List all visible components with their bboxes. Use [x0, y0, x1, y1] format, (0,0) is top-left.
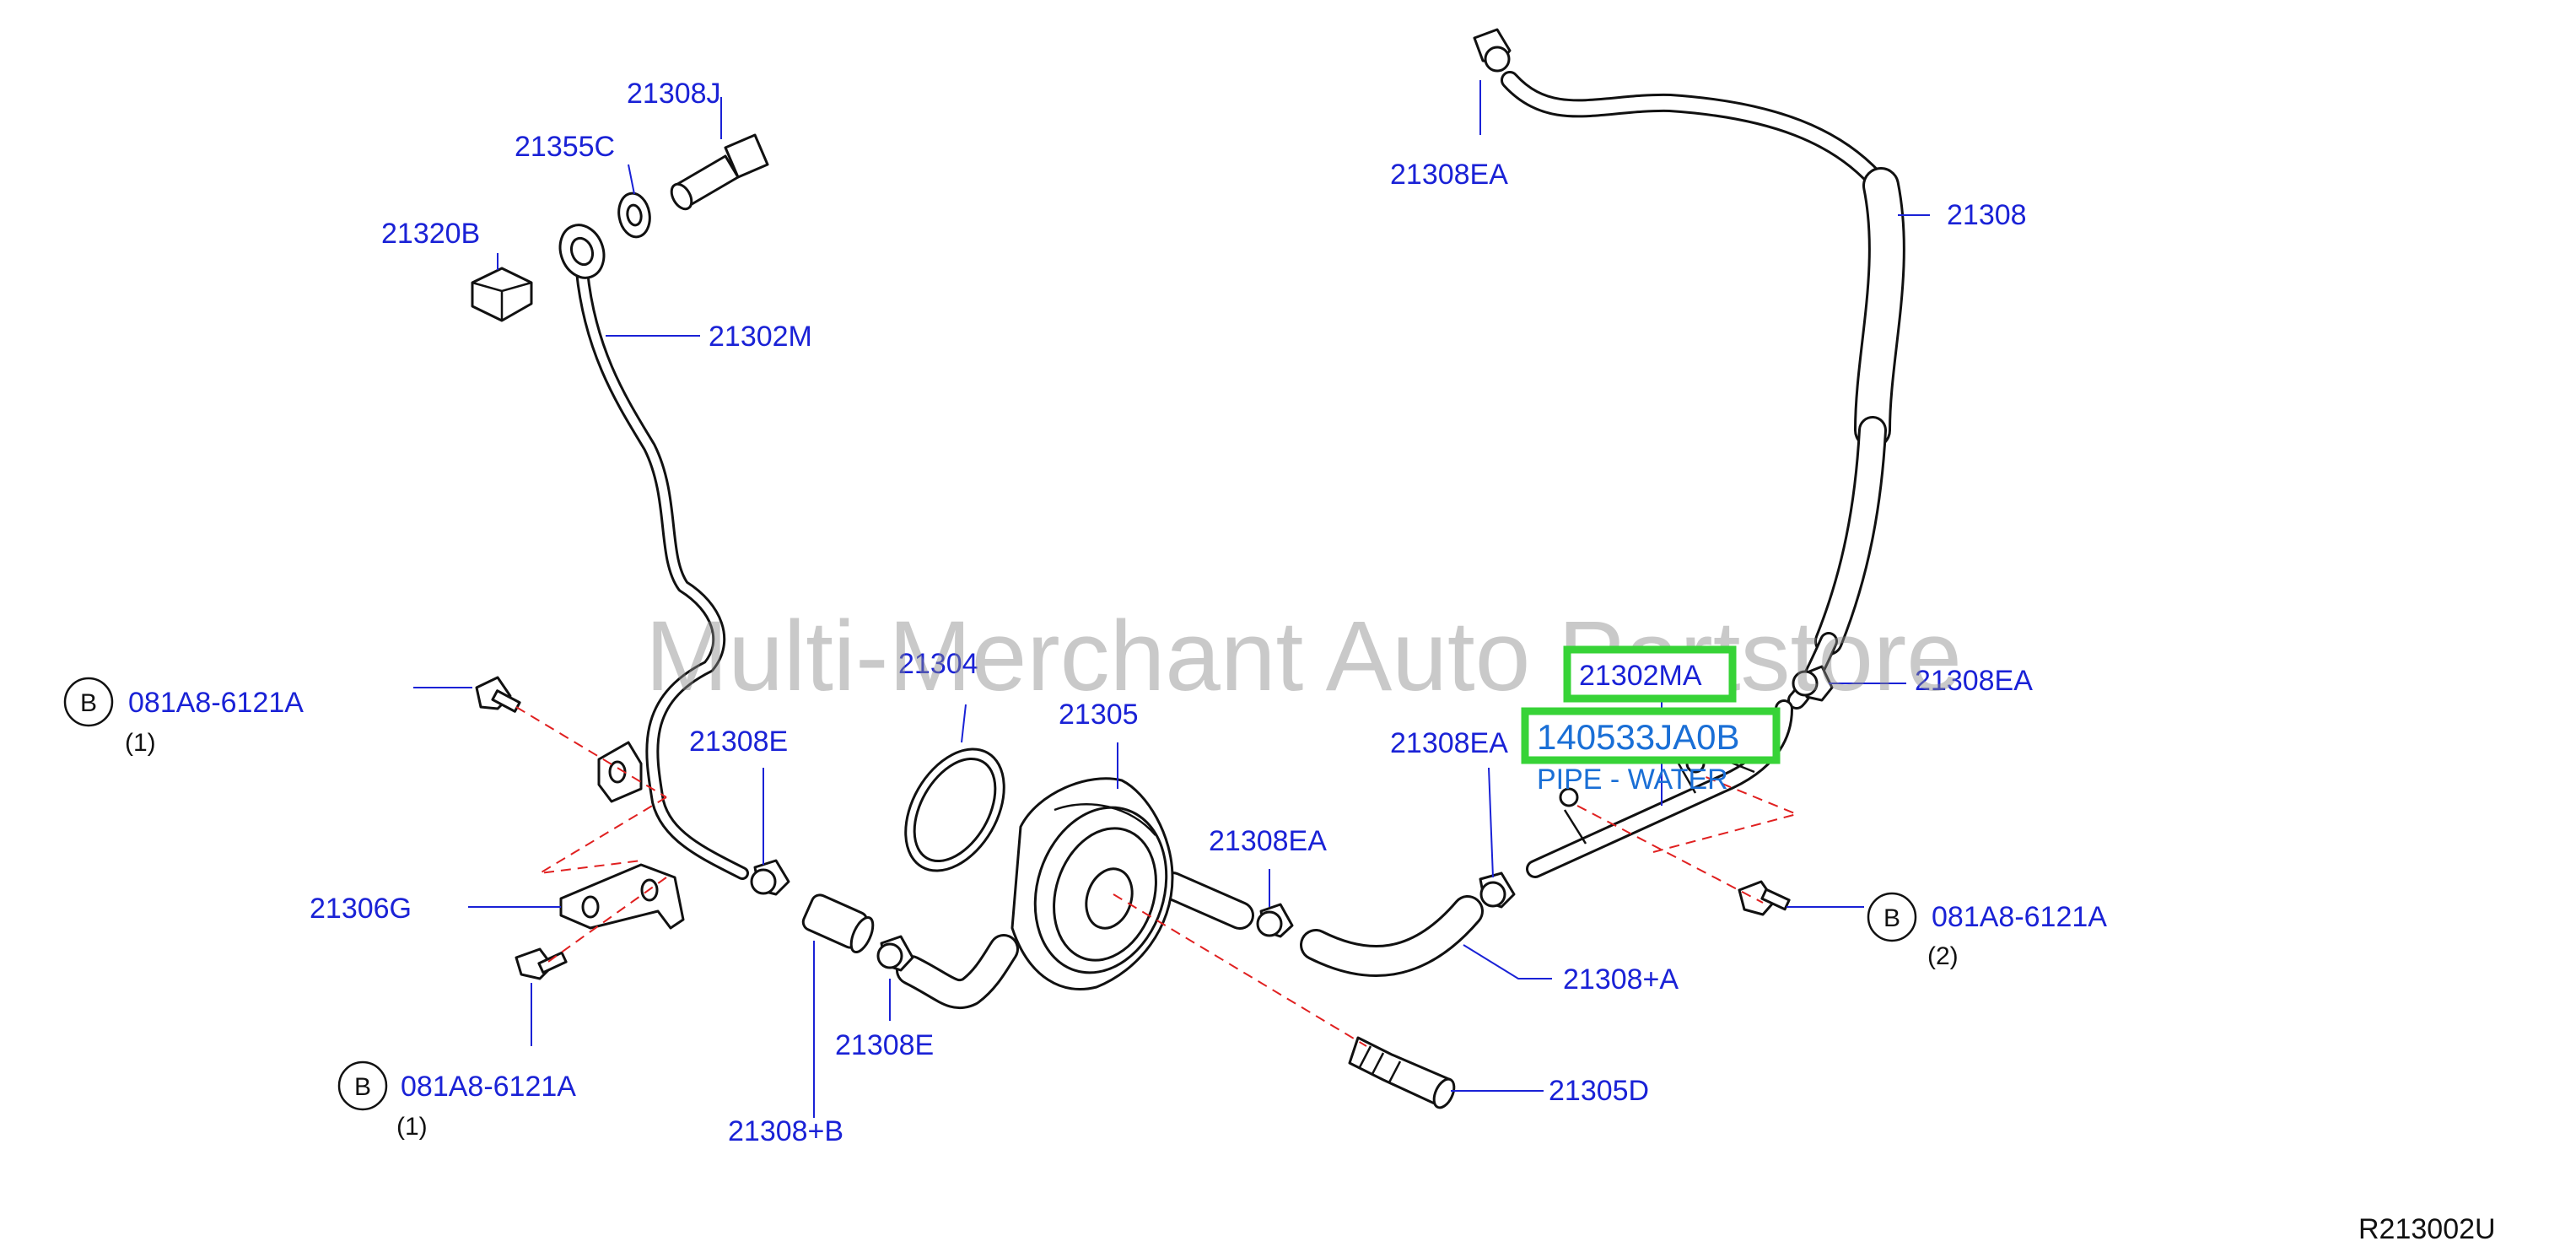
oil-cooler-21305: [1010, 777, 1174, 990]
qty-right: (2): [1927, 942, 1959, 970]
highlight-21302ma: 21302MA: [1563, 645, 1737, 703]
qty-left-lower: (1): [396, 1113, 428, 1141]
label-bolt-081a8-left-lower[interactable]: 081A8-6121A: [401, 1071, 576, 1103]
label-21308ea-center[interactable]: 21308EA: [1209, 825, 1327, 857]
bolt-callout-left-lower: B 081A8-6121A (1): [337, 1060, 576, 1141]
part-labels: 21308J 21355C 21320B 21302M 21308EA 2130…: [310, 78, 2033, 1147]
b-circle-text: B: [354, 1073, 371, 1101]
bracket-21306g: [559, 863, 685, 930]
union-bolt-21308j: [670, 133, 769, 211]
label-21305d[interactable]: 21305D: [1549, 1075, 1649, 1107]
label-21308-a[interactable]: 21308+A: [1563, 963, 1679, 996]
label-21308[interactable]: 21308: [1947, 199, 2027, 231]
label-21302ma[interactable]: 21302MA: [1579, 660, 1702, 692]
assembly-lines: [515, 706, 1800, 1047]
hose-21308-a: [1300, 895, 1484, 978]
diagram-code: R213002U: [2358, 1213, 2496, 1245]
label-21308ea-right[interactable]: 21308EA: [1915, 665, 2033, 697]
watermark: Multi-Merchant Auto Partstore: [645, 601, 1962, 712]
label-21308j[interactable]: 21308J: [627, 78, 721, 110]
b-circle-text: B: [80, 689, 97, 717]
bolt-callout-left-upper: B 081A8-6121A (1): [63, 677, 304, 757]
hose-21308-b: [801, 893, 875, 954]
pipe-tab-bracket: [597, 741, 643, 803]
hose-21308-upper: [1501, 71, 1905, 710]
connector-21305d: [1348, 1036, 1456, 1109]
b-circle-text: B: [1883, 904, 1900, 932]
highlight-pipe-water: 140533JA0B PIPE - WATER: [1521, 707, 1781, 796]
o-ring-21304: [904, 747, 1005, 872]
bolts: [475, 676, 1791, 980]
label-pipe-water: PIPE - WATER: [1537, 764, 1728, 796]
label-21308e-lower[interactable]: 21308E: [835, 1029, 934, 1061]
label-21304[interactable]: 21304: [898, 648, 978, 680]
eye-fitting: [558, 224, 606, 279]
label-21320b[interactable]: 21320B: [381, 218, 480, 250]
label-21302m[interactable]: 21302M: [709, 321, 812, 353]
label-21306g[interactable]: 21306G: [310, 893, 412, 925]
elbow-pipe: [896, 934, 1019, 1010]
label-bolt-081a8-left-upper[interactable]: 081A8-6121A: [128, 687, 304, 719]
bolt-callout-right: B 081A8-6121A (2): [1867, 892, 2107, 970]
pipe-outlet: [1158, 872, 1254, 930]
label-21308e-upper[interactable]: 21308E: [689, 726, 788, 758]
label-140533ja0b[interactable]: 140533JA0B: [1537, 717, 1740, 757]
label-21305[interactable]: 21305: [1059, 699, 1139, 731]
cap-21320b: [471, 267, 533, 322]
label-21308ea-top[interactable]: 21308EA: [1390, 159, 1508, 191]
label-21308ea-mid[interactable]: 21308EA: [1390, 727, 1508, 759]
label-21355c[interactable]: 21355C: [515, 131, 615, 163]
qty-left-upper: (1): [125, 729, 156, 757]
label-21308-b[interactable]: 21308+B: [728, 1115, 843, 1147]
washer-21355c: [617, 192, 651, 239]
label-bolt-081a8-right[interactable]: 081A8-6121A: [1932, 901, 2107, 933]
hose-clamps: [750, 28, 1834, 972]
